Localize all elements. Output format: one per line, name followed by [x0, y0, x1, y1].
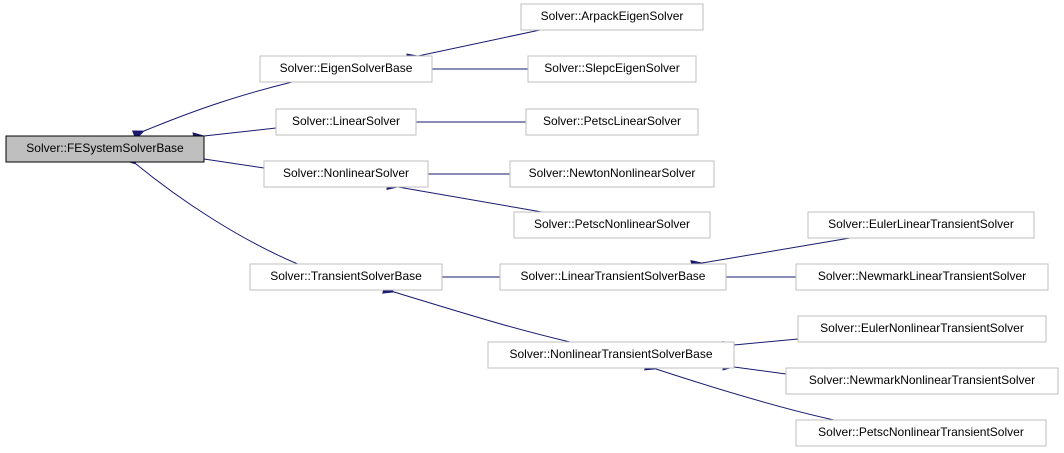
edge-euler-linear-to-linear-transient: [690, 237, 851, 270]
node-label: Solver::TransientSolverBase: [270, 269, 422, 283]
node-newmark-linear-transient-solver[interactable]: Solver::NewmarkLinearTransientSolver: [795, 263, 1049, 291]
node-linear-transient-solver-base[interactable]: Solver::LinearTransientSolverBase: [499, 263, 727, 291]
node-label: Solver::EigenSolverBase: [280, 61, 413, 75]
edge-petsc-nonlinear-to-nonlinear: [386, 180, 543, 213]
node-eigen-solver-base[interactable]: Solver::EigenSolverBase: [259, 55, 433, 83]
edge-transient-to-root: [124, 153, 301, 266]
node-label: Solver::NonlinearSolver: [283, 166, 409, 180]
node-label: Solver::ArpackEigenSolver: [541, 9, 684, 23]
node-label: Solver::PetscNonlinearTransientSolver: [818, 425, 1024, 439]
node-nonlinear-solver[interactable]: Solver::NonlinearSolver: [263, 160, 429, 188]
node-euler-nonlinear-transient-solver[interactable]: Solver::EulerNonlinearTransientSolver: [797, 315, 1047, 343]
node-arpack-eigen-solver[interactable]: Solver::ArpackEigenSolver: [520, 3, 704, 31]
edge-nonlinear-to-root: [192, 152, 265, 169]
node-fesystem-solver-base[interactable]: Solver::FESystemSolverBase: [5, 135, 205, 163]
node-transient-solver-base[interactable]: Solver::TransientSolverBase: [249, 263, 443, 291]
edge-euler-nonlinear-to-nonlinear-transient: [722, 338, 799, 352]
node-nonlinear-transient-solver-base[interactable]: Solver::NonlinearTransientSolverBase: [487, 341, 735, 369]
node-linear-solver[interactable]: Solver::LinearSolver: [275, 108, 417, 136]
node-petsc-nonlinear-transient-solver[interactable]: Solver::PetscNonlinearTransientSolver: [795, 419, 1047, 447]
edge-eigen-to-root: [131, 81, 293, 140]
node-newton-nonlinear-solver[interactable]: Solver::NewtonNonlinearSolver: [509, 160, 715, 188]
node-euler-linear-transient-solver[interactable]: Solver::EulerLinearTransientSolver: [807, 211, 1035, 239]
inheritance-edges: [124, 29, 851, 421]
node-label: Solver::LinearTransientSolverBase: [521, 269, 706, 283]
node-label: Solver::SlepcEigenSolver: [544, 61, 679, 75]
node-label: Solver::NewmarkNonlinearTransientSolver: [809, 373, 1035, 387]
edge-linear-to-root: [192, 127, 277, 143]
edge-newmark-nonlinear-to-nonlinear-transient: [722, 360, 787, 375]
node-label: Solver::PetscNonlinearSolver: [534, 217, 690, 231]
node-petsc-linear-solver[interactable]: Solver::PetscLinearSolver: [525, 108, 699, 136]
node-slepc-eigen-solver[interactable]: Solver::SlepcEigenSolver: [527, 55, 697, 83]
node-label: Solver::NewmarkLinearTransientSolver: [818, 269, 1026, 283]
node-label: Solver::EulerNonlinearTransientSolver: [820, 321, 1024, 335]
node-label: Solver::LinearSolver: [292, 114, 400, 128]
node-newmark-nonlinear-transient-solver[interactable]: Solver::NewmarkNonlinearTransientSolver: [785, 367, 1059, 395]
node-label: Solver::NonlinearTransientSolverBase: [510, 347, 713, 361]
node-label: Solver::EulerLinearTransientSolver: [828, 217, 1014, 231]
edge-petsc-nonlinear-transient-to-nonlinear-transient: [643, 360, 835, 421]
node-label: Solver::PetscLinearSolver: [543, 114, 681, 128]
node-label: Solver::FESystemSolverBase: [26, 141, 184, 155]
edge-arpack-to-eigen: [406, 29, 541, 64]
node-label: Solver::NewtonNonlinearSolver: [529, 166, 696, 180]
node-petsc-nonlinear-solver[interactable]: Solver::PetscNonlinearSolver: [513, 211, 711, 239]
edge-nonlinear-transient-to-transient: [382, 284, 571, 343]
